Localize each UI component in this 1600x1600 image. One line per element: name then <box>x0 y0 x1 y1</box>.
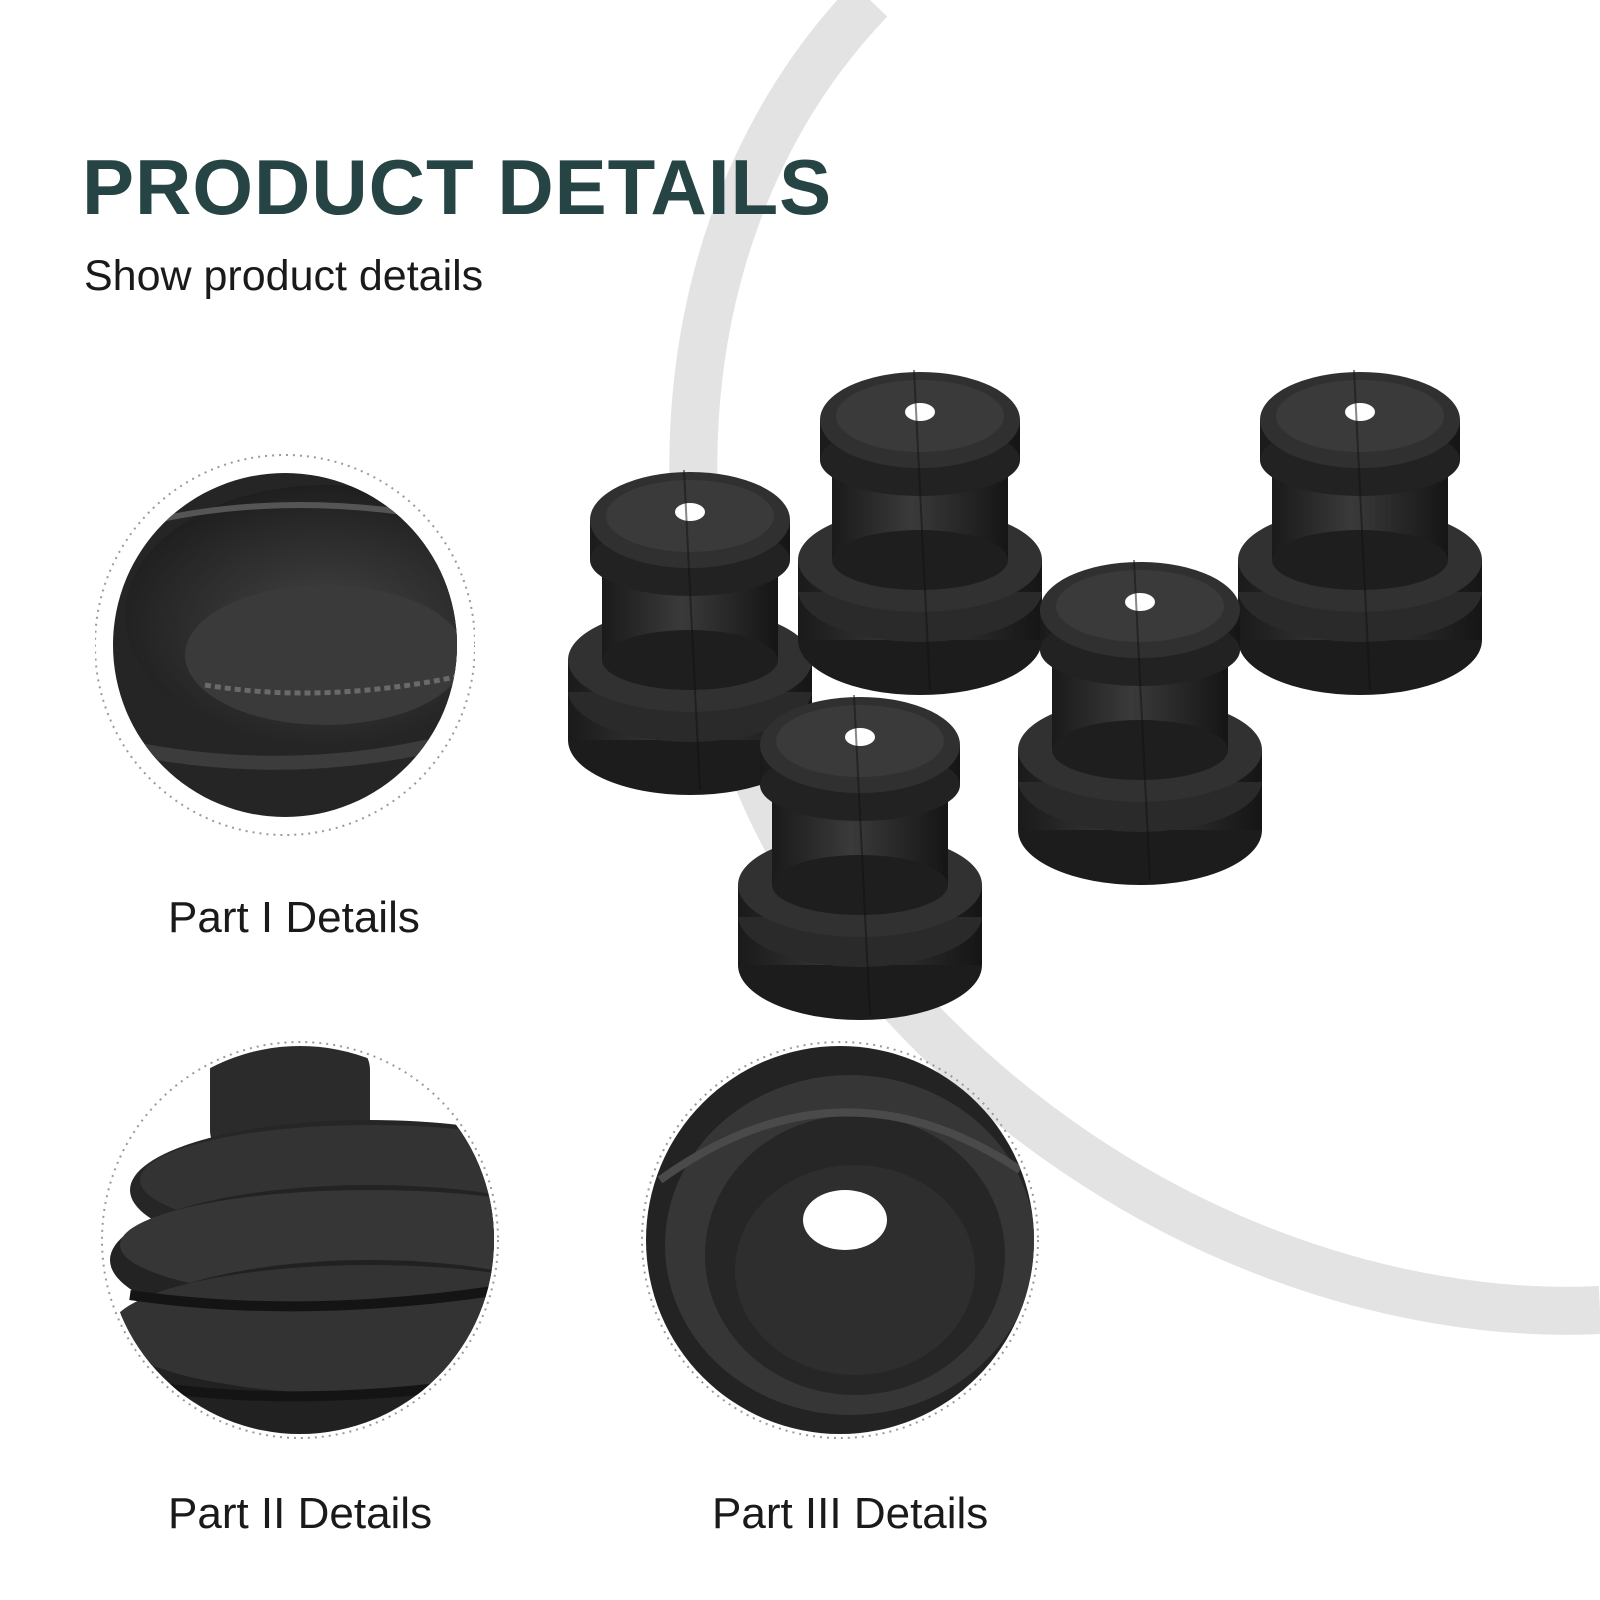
page-title: PRODUCT DETAILS <box>82 143 833 231</box>
part-1-detail-image <box>95 454 475 836</box>
part-3-detail-image <box>641 1041 1039 1439</box>
page-subtitle: Show product details <box>84 252 484 300</box>
grommet-2 <box>797 369 1043 696</box>
part-2-detail-image <box>101 1041 499 1439</box>
part-1-caption: Part I Details <box>168 893 420 942</box>
grommet-5 <box>737 694 983 1021</box>
part-2-caption: Part II Details <box>168 1489 433 1538</box>
grommet-3 <box>1237 369 1483 696</box>
grommet-4 <box>1017 559 1263 886</box>
product-photo-grommets <box>567 369 1483 1021</box>
part-3-caption: Part III Details <box>712 1489 989 1538</box>
